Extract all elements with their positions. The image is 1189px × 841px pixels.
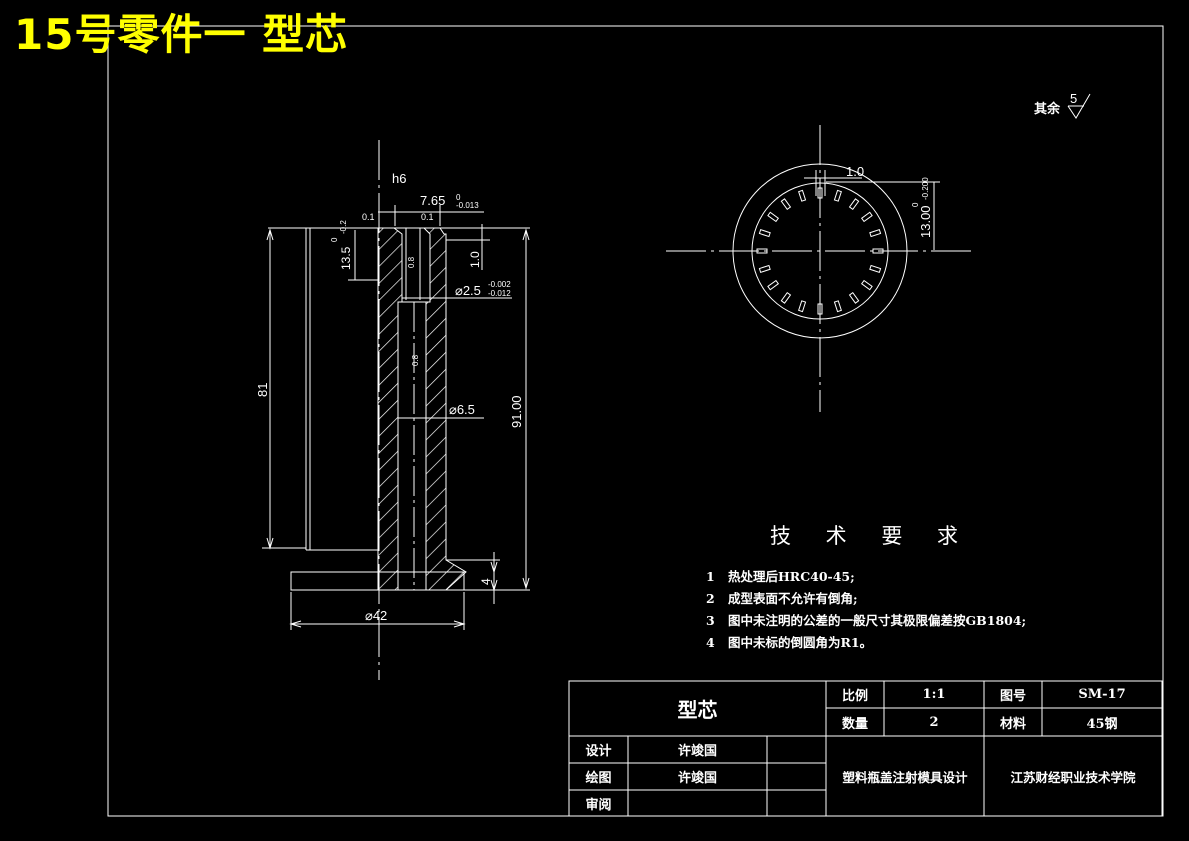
dim-roughness-a: 0.8 bbox=[407, 256, 416, 268]
dim-total-height: 91.00 bbox=[509, 395, 524, 428]
slot bbox=[869, 229, 882, 238]
requirement-number: 3 bbox=[706, 613, 715, 628]
dim-slot-radius: 13.00 bbox=[918, 205, 933, 238]
dim-slot-radius-upper: 0 bbox=[911, 202, 920, 207]
dim-top-diameter-upper: 0 bbox=[456, 193, 461, 202]
requirement-item: 4 图中未标的倒圆角为R1。 bbox=[706, 632, 1026, 654]
dim-top-diameter: 7.65 bbox=[420, 193, 445, 208]
slot bbox=[780, 291, 792, 304]
slot-ring bbox=[756, 187, 884, 315]
slot bbox=[833, 300, 842, 313]
requirement-number: 4 bbox=[706, 635, 715, 650]
dim-top-height-lower: -0.2 bbox=[339, 220, 348, 234]
requirements-title: 技 术 要 求 bbox=[770, 524, 973, 548]
part-name: 型芯 bbox=[677, 698, 718, 722]
dim-flange-height: 4 bbox=[479, 578, 493, 585]
slot bbox=[848, 291, 860, 304]
drawing-no-value: SM-17 bbox=[1078, 687, 1126, 702]
slot bbox=[756, 248, 768, 254]
dim-body-height: 81 bbox=[255, 383, 270, 397]
material-label: 材料 bbox=[999, 716, 1026, 732]
dim-large-hole: ⌀6.5 bbox=[449, 402, 475, 417]
scale-value: 1:1 bbox=[922, 687, 946, 702]
slot bbox=[848, 198, 860, 211]
dim-top-diameter-lower: -0.013 bbox=[456, 201, 479, 210]
dim-flange-diameter: ⌀42 bbox=[365, 608, 387, 623]
dim-fit-class: h6 bbox=[392, 171, 406, 186]
dim-small-hole: ⌀2.5 bbox=[455, 283, 481, 298]
scale-label: 比例 bbox=[841, 689, 868, 704]
roughness-value: 5 bbox=[1070, 91, 1077, 106]
roughness-label: 其余 bbox=[1034, 102, 1061, 117]
slot bbox=[798, 300, 807, 313]
slot bbox=[869, 264, 882, 273]
project-name: 塑料瓶盖注射模具设计 bbox=[842, 769, 968, 785]
slot bbox=[767, 279, 780, 291]
drawing-no-label: 图号 bbox=[999, 689, 1026, 704]
quantity-label: 数量 bbox=[841, 716, 868, 732]
requirement-text: 成型表面不允许有倒角; bbox=[728, 591, 858, 606]
review-label: 审阅 bbox=[585, 797, 612, 813]
dim-slot-radius-lower: -0.200 bbox=[921, 177, 930, 200]
section-view bbox=[262, 140, 530, 680]
requirement-item: 1 热处理后HRC40-45; bbox=[706, 566, 1026, 588]
dim-chamfer-left: 0.1 bbox=[362, 212, 375, 222]
material-value: 45钢 bbox=[1086, 716, 1118, 732]
dim-small-hole-lower: -0.012 bbox=[488, 289, 511, 298]
requirement-text: 图中未注明的公差的一般尺寸其极限偏差按GB1804; bbox=[728, 613, 1027, 628]
slot bbox=[817, 303, 823, 315]
dim-top-height-upper: 0 bbox=[330, 237, 339, 242]
top-view bbox=[666, 125, 976, 412]
requirement-item: 3 图中未注明的公差的一般尺寸其极限偏差按GB1804; bbox=[706, 610, 1026, 632]
dim-slot-width: 1.0 bbox=[846, 164, 864, 179]
requirement-number: 1 bbox=[706, 569, 715, 584]
requirement-text: 热处理后HRC40-45; bbox=[728, 569, 855, 584]
slot bbox=[780, 198, 792, 211]
slot bbox=[860, 211, 873, 223]
requirement-item: 2 成型表面不允许有倒角; bbox=[706, 588, 1026, 610]
requirement-number: 2 bbox=[706, 591, 715, 606]
slot bbox=[758, 229, 771, 238]
title-block-grid bbox=[568, 680, 1163, 817]
quantity-value: 2 bbox=[929, 714, 939, 730]
requirements-list: 1 热处理后HRC40-45; 2 成型表面不允许有倒角; 3 图中未注明的公差的一般… bbox=[706, 566, 1026, 654]
slot bbox=[758, 264, 771, 273]
dim-chamfer-right: 0.1 bbox=[421, 212, 434, 222]
slot bbox=[798, 189, 807, 202]
requirement-text: 图中未标的倒圆角为R1。 bbox=[728, 635, 873, 650]
slot bbox=[872, 248, 884, 254]
draw-name: 许竣国 bbox=[677, 771, 717, 786]
slot bbox=[817, 187, 823, 199]
design-name: 许竣国 bbox=[677, 744, 717, 759]
dim-small-hole-upper: -0.002 bbox=[488, 280, 511, 289]
draw-label: 绘图 bbox=[585, 771, 612, 786]
dim-top-height: 13.5 bbox=[339, 246, 353, 270]
page-title: 15号零件一 型芯 bbox=[14, 10, 349, 59]
design-label: 设计 bbox=[585, 744, 612, 759]
slot bbox=[860, 279, 873, 291]
dim-roughness-b: 0.8 bbox=[411, 354, 420, 366]
slot bbox=[767, 211, 780, 223]
dim-step-height: 1.0 bbox=[468, 251, 482, 268]
slot bbox=[833, 189, 842, 202]
school-name: 江苏财经职业技术学院 bbox=[1010, 769, 1136, 785]
roughness-symbol bbox=[1067, 93, 1091, 119]
